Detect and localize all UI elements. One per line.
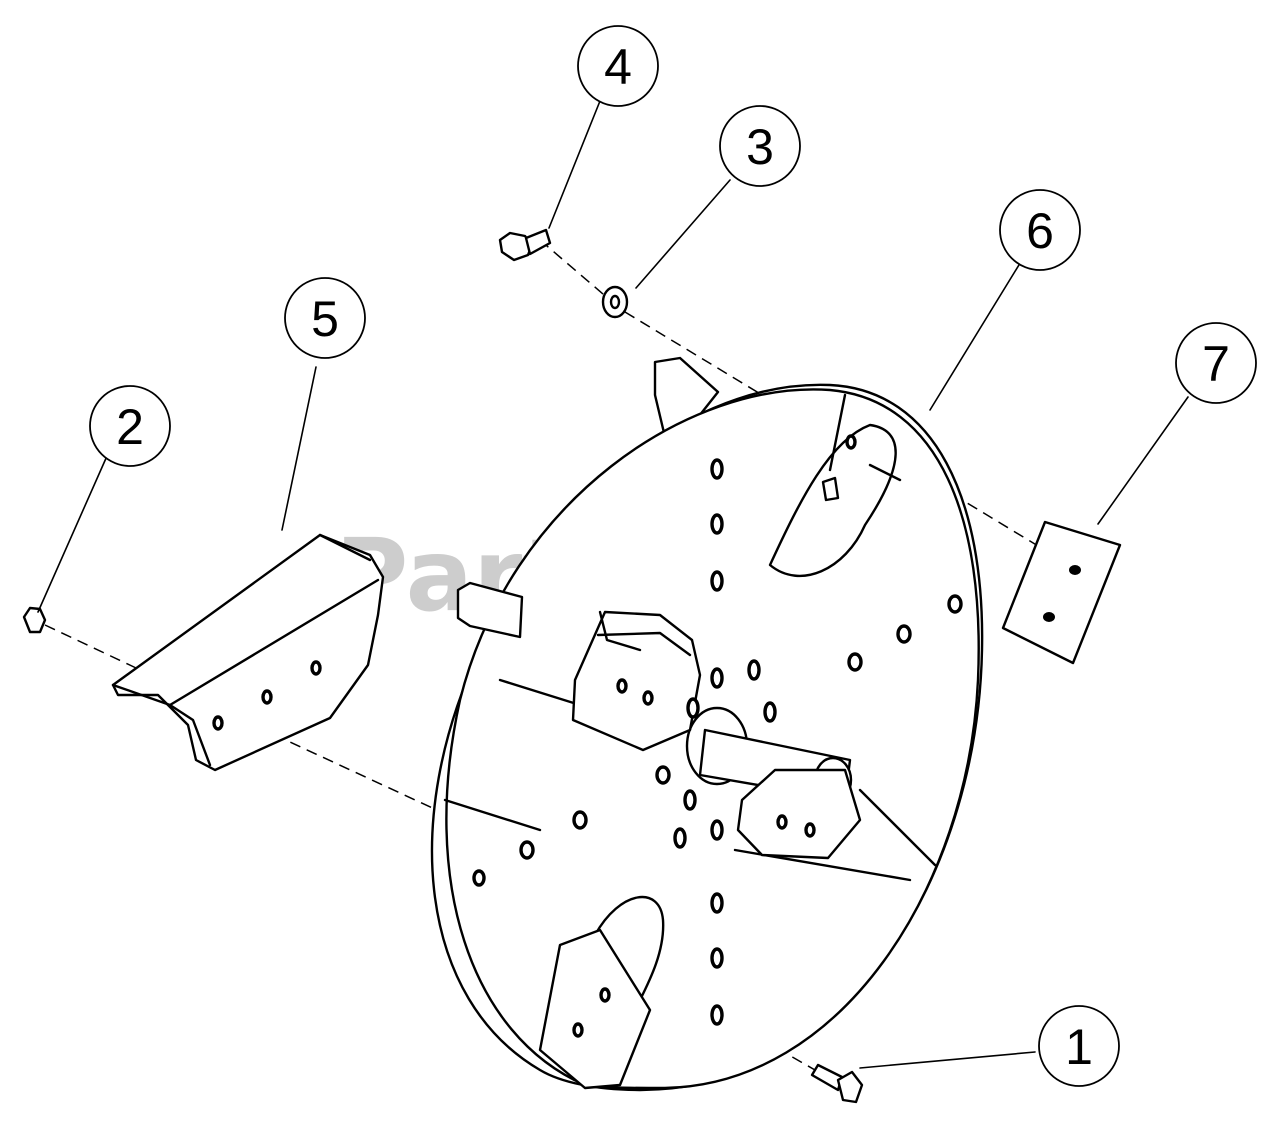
callout-6-label: 6 bbox=[1026, 203, 1054, 259]
callout-6[interactable]: 6 bbox=[999, 189, 1081, 271]
callout-4[interactable]: 4 bbox=[577, 25, 659, 107]
callout-2-label: 2 bbox=[116, 399, 144, 455]
callout-5-label: 5 bbox=[311, 291, 339, 347]
part-3-washer bbox=[601, 285, 629, 319]
callout-3-label: 3 bbox=[746, 119, 774, 175]
leader-line-3 bbox=[635, 179, 731, 289]
leader-line-1 bbox=[859, 1051, 1036, 1069]
callout-7-label: 7 bbox=[1202, 336, 1230, 392]
callout-1-label: 1 bbox=[1065, 1019, 1093, 1075]
leader-lines bbox=[37, 95, 1189, 1069]
part-5-bracket bbox=[111, 533, 385, 772]
part-7-plate bbox=[1001, 520, 1122, 665]
leader-line-5 bbox=[281, 366, 317, 531]
callout-1[interactable]: 1 bbox=[1038, 1005, 1120, 1087]
callout-5[interactable]: 5 bbox=[284, 277, 366, 359]
part-4-hex-bolt bbox=[498, 228, 552, 262]
assembly-line-bolt-washer bbox=[539, 239, 611, 301]
part-2-nut bbox=[22, 606, 47, 634]
callout-7[interactable]: 7 bbox=[1175, 322, 1257, 404]
leader-line-4 bbox=[548, 95, 603, 229]
part-1-pin bbox=[810, 1063, 864, 1104]
callout-2[interactable]: 2 bbox=[89, 385, 171, 467]
leader-line-2 bbox=[37, 455, 108, 613]
leader-line-6 bbox=[929, 259, 1023, 411]
callout-4-label: 4 bbox=[604, 39, 632, 95]
part-6-disc bbox=[430, 356, 984, 1092]
leader-line-7 bbox=[1097, 396, 1189, 525]
callout-3[interactable]: 3 bbox=[719, 105, 801, 187]
